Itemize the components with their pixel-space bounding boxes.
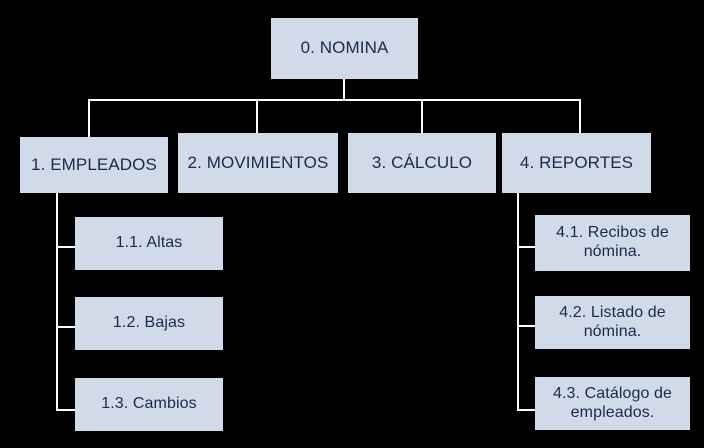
connector-reportes-to-4-2 (517, 325, 537, 327)
connector-level1-bus (88, 99, 581, 101)
node-calculo[interactable]: 3. CÁLCULO (348, 133, 496, 193)
connector-reportes-to-4-3 (517, 409, 537, 411)
node-bajas[interactable]: 1.2. Bajas (75, 297, 223, 350)
node-catalogo-de-empleados[interactable]: 4.3. Catálogo de empleados. (535, 377, 690, 430)
node-movimientos[interactable]: 2. MOVIMIENTOS (178, 133, 338, 193)
node-altas[interactable]: 1.1. Altas (75, 217, 223, 270)
node-empleados[interactable]: 1. EMPLEADOS (20, 137, 168, 193)
connector-empleados-to-1-1 (56, 246, 76, 248)
node-reportes[interactable]: 4. REPORTES (502, 133, 651, 193)
node-recibos-de-nomina[interactable]: 4.1. Recibos de nómina. (535, 215, 690, 271)
connector-reportes-to-4-1 (517, 246, 537, 248)
node-nomina[interactable]: 0. NOMINA (271, 18, 418, 79)
connector-empleados-to-1-3 (56, 409, 76, 411)
connector-drop-reportes (579, 99, 581, 133)
connector-empleados-spine (56, 193, 58, 411)
connector-drop-movimientos (256, 99, 258, 133)
node-cambios[interactable]: 1.3. Cambios (75, 378, 223, 431)
connector-reportes-spine (517, 193, 519, 411)
connector-empleados-to-1-2 (56, 326, 76, 328)
connector-drop-calculo (421, 99, 423, 133)
connector-drop-empleados (88, 99, 90, 137)
node-listado-de-nomina[interactable]: 4.2. Listado de nómina. (535, 296, 690, 349)
connector-root-stem (343, 78, 345, 100)
